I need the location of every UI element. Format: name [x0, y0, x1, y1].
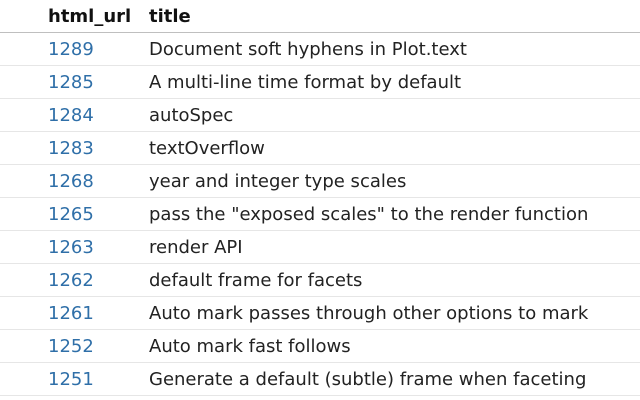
issue-link[interactable]: 1268 — [48, 170, 94, 192]
title-cell: autoSpec — [149, 104, 234, 126]
title-cell: textOverflow — [149, 137, 265, 159]
title-cell: Generate a default (subtle) frame when f… — [149, 368, 587, 390]
issue-link[interactable]: 1285 — [48, 71, 94, 93]
title-cell: default frame for facets — [149, 269, 363, 291]
table-header: html_url title — [0, 0, 640, 33]
table-row: 1285 A multi-line time format by default — [0, 66, 640, 99]
url-cell: 1251 — [0, 369, 149, 390]
issue-link[interactable]: 1283 — [48, 137, 94, 159]
title-cell: Auto mark fast follows — [149, 335, 351, 357]
issue-link[interactable]: 1262 — [48, 269, 94, 291]
column-header-title[interactable]: title — [149, 5, 191, 27]
table-row: 1263 render API — [0, 231, 640, 264]
issue-link[interactable]: 1289 — [48, 38, 94, 60]
url-cell: 1261 — [0, 303, 149, 324]
url-cell: 1263 — [0, 237, 149, 258]
title-cell: Document soft hyphens in Plot.text — [149, 38, 467, 60]
title-cell: render API — [149, 236, 243, 258]
url-cell: 1252 — [0, 336, 149, 357]
table-row: 1265 pass the "exposed scales" to the re… — [0, 198, 640, 231]
issue-link[interactable]: 1265 — [48, 203, 94, 225]
table-row: 1268 year and integer type scales — [0, 165, 640, 198]
column-header-html-url[interactable]: html_url — [48, 5, 132, 27]
url-cell: 1265 — [0, 204, 149, 225]
issue-link[interactable]: 1251 — [48, 368, 94, 390]
url-cell: 1268 — [0, 171, 149, 192]
title-cell: pass the "exposed scales" to the render … — [149, 203, 589, 225]
issue-link[interactable]: 1261 — [48, 302, 94, 324]
table-row: 1251 Generate a default (subtle) frame w… — [0, 363, 640, 396]
url-cell: 1285 — [0, 72, 149, 93]
title-cell: A multi-line time format by default — [149, 71, 462, 93]
url-cell: 1284 — [0, 105, 149, 126]
issue-link[interactable]: 1252 — [48, 335, 94, 357]
issue-link[interactable]: 1284 — [48, 104, 94, 126]
url-cell: 1289 — [0, 39, 149, 60]
title-cell: Auto mark passes through other options t… — [149, 302, 589, 324]
url-cell: 1262 — [0, 270, 149, 291]
table-row: 1261 Auto mark passes through other opti… — [0, 297, 640, 330]
table-row: 1262 default frame for facets — [0, 264, 640, 297]
table-row: 1289 Document soft hyphens in Plot.text — [0, 33, 640, 66]
table-row: 1284 autoSpec — [0, 99, 640, 132]
table-row: 1252 Auto mark fast follows — [0, 330, 640, 363]
issue-link[interactable]: 1263 — [48, 236, 94, 258]
table-row: 1283 textOverflow — [0, 132, 640, 165]
url-cell: 1283 — [0, 138, 149, 159]
title-cell: year and integer type scales — [149, 170, 407, 192]
